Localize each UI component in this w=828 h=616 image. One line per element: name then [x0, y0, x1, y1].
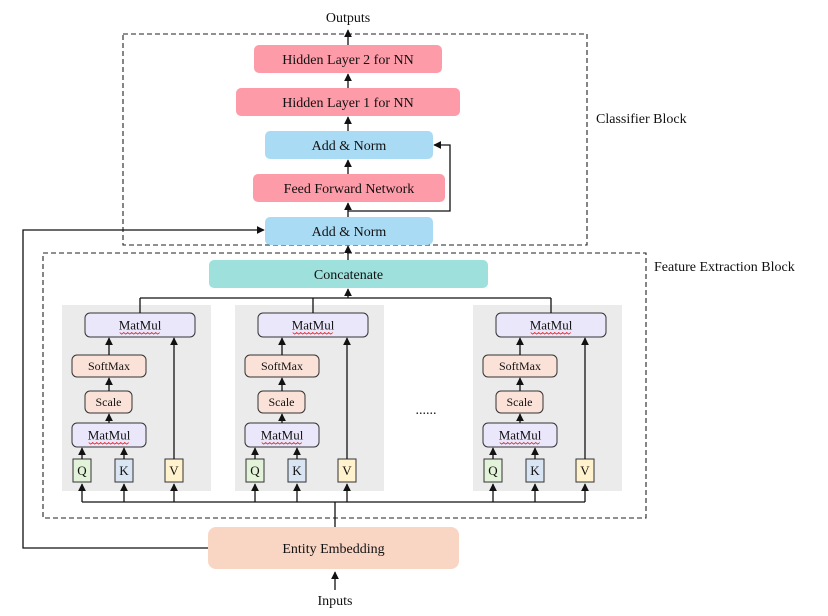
feed-forward-box-label: Feed Forward Network: [284, 182, 415, 197]
ellipsis-label: ......: [416, 403, 437, 418]
matmul-input-box-label: MatMul: [88, 428, 131, 443]
value-box: V: [164, 458, 184, 483]
softmax-box: SoftMax: [244, 354, 320, 378]
softmax-box: SoftMax: [71, 354, 147, 378]
add-norm-bottom-box-label: Add & Norm: [312, 225, 387, 240]
concatenate-box: Concatenate: [209, 260, 488, 288]
add-norm-bottom-box: Add & Norm: [265, 217, 433, 245]
hidden-layer-2-box-label: Hidden Layer 2 for NN: [282, 53, 413, 68]
entity-embedding-box: Entity Embedding: [208, 527, 459, 569]
outputs-label: Outputs: [326, 11, 370, 26]
key-box-label: K: [119, 463, 129, 478]
query-box: Q: [483, 458, 503, 483]
matmul-output-box-label: MatMul: [530, 318, 573, 333]
feed-forward-box: Feed Forward Network: [253, 174, 445, 202]
matmul-output-box-label: MatMul: [119, 318, 162, 333]
softmax-box-label: SoftMax: [499, 359, 541, 373]
value-box-label: V: [342, 463, 352, 478]
classifier-block-label: Classifier Block: [596, 112, 687, 127]
matmul-input-box-spellcheck-underline: [499, 442, 540, 445]
query-box-label: Q: [250, 463, 260, 478]
softmax-box: SoftMax: [482, 354, 558, 378]
query-box: Q: [72, 458, 92, 483]
matmul-input-box-label: MatMul: [499, 428, 542, 443]
hidden-layer-1-box-label: Hidden Layer 1 for NN: [282, 96, 413, 111]
entity-embedding-box-shape: [208, 527, 459, 569]
scale-box-label: Scale: [96, 395, 122, 409]
key-box-label: K: [530, 463, 540, 478]
matmul-output-box-spellcheck-underline: [119, 332, 160, 335]
concatenate-box-label: Concatenate: [314, 268, 383, 283]
feature-block-frame: [42, 252, 647, 519]
matmul-input-box: MatMul: [482, 422, 558, 448]
softmax-box-label: SoftMax: [261, 359, 303, 373]
hidden-layer-1-box-shape: [236, 88, 460, 116]
scale-box-label: Scale: [269, 395, 295, 409]
scale-box-label: Scale: [507, 395, 533, 409]
concatenate-box-shape: [209, 260, 488, 288]
scale-box: Scale: [84, 390, 133, 414]
matmul-input-box-spellcheck-underline: [88, 442, 129, 445]
matmul-output-box-label: MatMul: [292, 318, 335, 333]
query-box-label: Q: [77, 463, 87, 478]
value-box-label: V: [580, 463, 590, 478]
feature-block-label: Feature Extraction Block: [654, 260, 795, 275]
softmax-box-label: SoftMax: [88, 359, 130, 373]
feed-forward-box-shape: [253, 174, 445, 202]
matmul-output-box: MatMul: [84, 312, 196, 338]
value-box: V: [337, 458, 357, 483]
key-box: K: [114, 458, 134, 483]
add-norm-top-box-label: Add & Norm: [312, 139, 387, 154]
add-norm-top-box-shape: [265, 131, 433, 159]
hidden-layer-2-box-shape: [254, 45, 442, 73]
matmul-output-box-spellcheck-underline: [530, 332, 571, 335]
key-box: K: [287, 458, 307, 483]
matmul-output-box: MatMul: [257, 312, 369, 338]
matmul-input-box-label: MatMul: [261, 428, 304, 443]
scale-box: Scale: [495, 390, 544, 414]
inputs-label: Inputs: [318, 594, 353, 609]
residual-connection-arrow: [348, 141, 451, 212]
entity-embedding-box-label: Entity Embedding: [282, 542, 384, 557]
value-box: V: [575, 458, 595, 483]
key-box-label: K: [292, 463, 302, 478]
matmul-input-box-spellcheck-underline: [261, 442, 302, 445]
hidden-layer-2-box: Hidden Layer 2 for NN: [254, 45, 442, 73]
value-box-label: V: [169, 463, 179, 478]
add-norm-bottom-box-shape: [265, 217, 433, 245]
key-box: K: [525, 458, 545, 483]
scale-box: Scale: [257, 390, 306, 414]
embedding-skip-connection: [22, 226, 265, 549]
add-norm-top-box: Add & Norm: [265, 131, 433, 159]
matmul-output-box: MatMul: [495, 312, 607, 338]
hidden-layer-1-box: Hidden Layer 1 for NN: [236, 88, 460, 116]
matmul-input-box: MatMul: [71, 422, 147, 448]
matmul-output-box-spellcheck-underline: [292, 332, 333, 335]
query-box: Q: [245, 458, 265, 483]
query-box-label: Q: [488, 463, 498, 478]
matmul-input-box: MatMul: [244, 422, 320, 448]
